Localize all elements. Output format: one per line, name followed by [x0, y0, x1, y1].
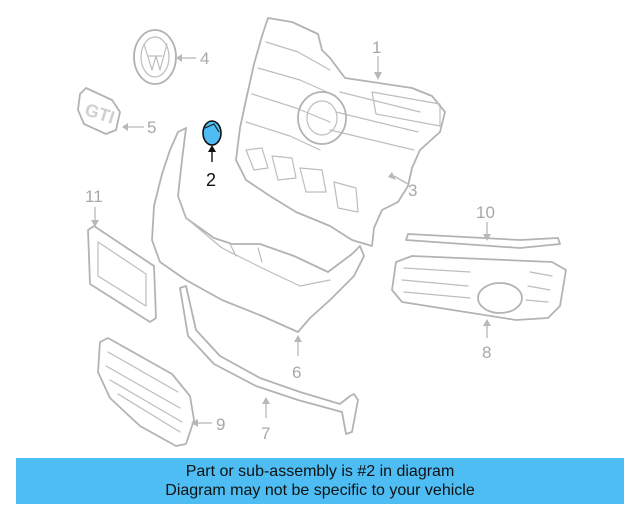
callout-7: 7	[261, 397, 270, 443]
parts-diagram: GTI 1 3	[77, 17, 567, 447]
highlighted-clip-part	[202, 120, 222, 146]
banner-line-1: Part or sub-assembly is #2 in diagram	[185, 463, 455, 480]
callout-6-label: 6	[292, 363, 301, 382]
badge-text: GTI	[82, 99, 117, 127]
callout-11-label: 11	[85, 187, 103, 206]
callout-1-label: 1	[372, 38, 381, 57]
callout-8-label: 8	[482, 343, 491, 362]
callout-3-label: 3	[408, 181, 417, 200]
callout-5: 5	[122, 118, 156, 137]
callout-8: 8	[482, 319, 491, 362]
callout-5-label: 5	[147, 118, 156, 137]
molding-strip-part	[405, 233, 561, 249]
bumper-cover-part	[151, 127, 365, 333]
fog-grille-part	[391, 255, 567, 321]
callout-4-label: 4	[200, 49, 209, 68]
emblem-part	[133, 29, 177, 85]
lower-trim-part	[179, 285, 359, 435]
callout-2: 2	[206, 145, 216, 190]
callout-7-label: 7	[261, 424, 270, 443]
callout-9: 9	[191, 415, 225, 434]
badge-part: GTI	[77, 87, 121, 135]
callout-4: 4	[176, 49, 209, 68]
callout-3: 3	[388, 172, 417, 200]
callout-6: 6	[292, 335, 302, 382]
callout-1: 1	[372, 38, 382, 80]
banner-line-2: Diagram may not be specific to your vehi…	[165, 482, 475, 499]
upper-grille-part	[235, 17, 446, 247]
callout-10-label: 10	[476, 203, 495, 222]
license-bracket-part	[87, 225, 157, 323]
callout-10: 10	[476, 203, 495, 241]
callout-11: 11	[85, 187, 103, 227]
callout-2-label: 2	[206, 170, 216, 190]
info-banner: Part or sub-assembly is #2 in diagram Di…	[16, 458, 624, 504]
callout-9-label: 9	[216, 415, 225, 434]
lower-grille-part	[97, 337, 195, 447]
